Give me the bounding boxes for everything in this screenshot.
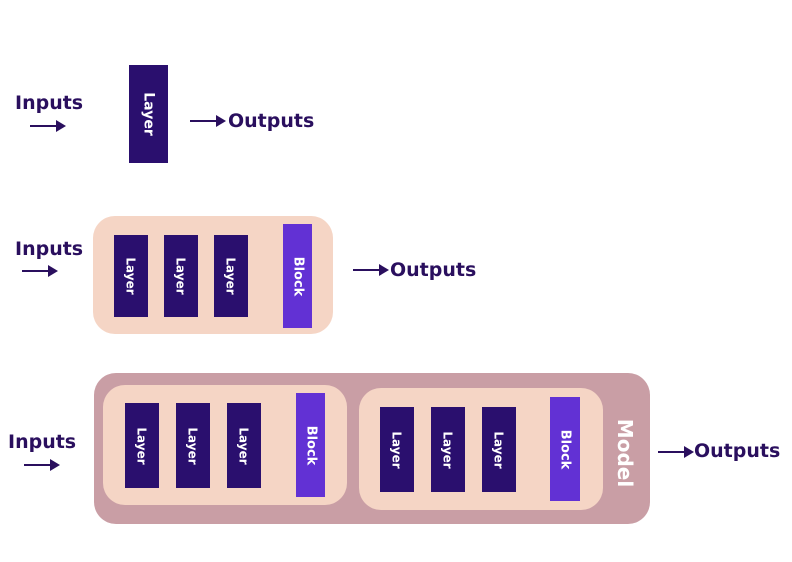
row1-outputs-label: Outputs [228, 110, 315, 132]
row2-layer-1: Layer [114, 235, 148, 317]
row1-inputs-label: Inputs [15, 92, 84, 114]
row3-block2-block-bar: Block [550, 397, 580, 501]
row3-block1-layer-1: Layer [125, 403, 159, 488]
row3-block1-layer-3: Layer [227, 403, 261, 488]
row3-output-arrow [658, 446, 694, 458]
row3-model-label: Model [613, 418, 638, 488]
row2-outputs-label: Outputs [390, 259, 477, 281]
row1-layer: Layer [129, 65, 168, 163]
row3-block2-layer-3: Layer [482, 407, 516, 492]
row3-block2-layer-2: Layer [431, 407, 465, 492]
row3-outputs-label: Outputs [694, 440, 781, 462]
row2-input-arrow [22, 265, 58, 277]
row2-output-arrow [353, 264, 389, 276]
row3-block1-layer-2: Layer [176, 403, 210, 488]
row1-output-arrow [190, 115, 226, 127]
row2-layer-3: Layer [214, 235, 248, 317]
row3-block2-layer-1: Layer [380, 407, 414, 492]
row3-input-arrow [24, 459, 60, 471]
row2-inputs-label: Inputs [15, 238, 84, 260]
row2-block-bar: Block [283, 224, 312, 328]
row3-block1-block-bar: Block [296, 393, 325, 497]
row3-inputs-label: Inputs [8, 431, 77, 453]
row1-input-arrow [30, 120, 66, 132]
row2-layer-2: Layer [164, 235, 198, 317]
